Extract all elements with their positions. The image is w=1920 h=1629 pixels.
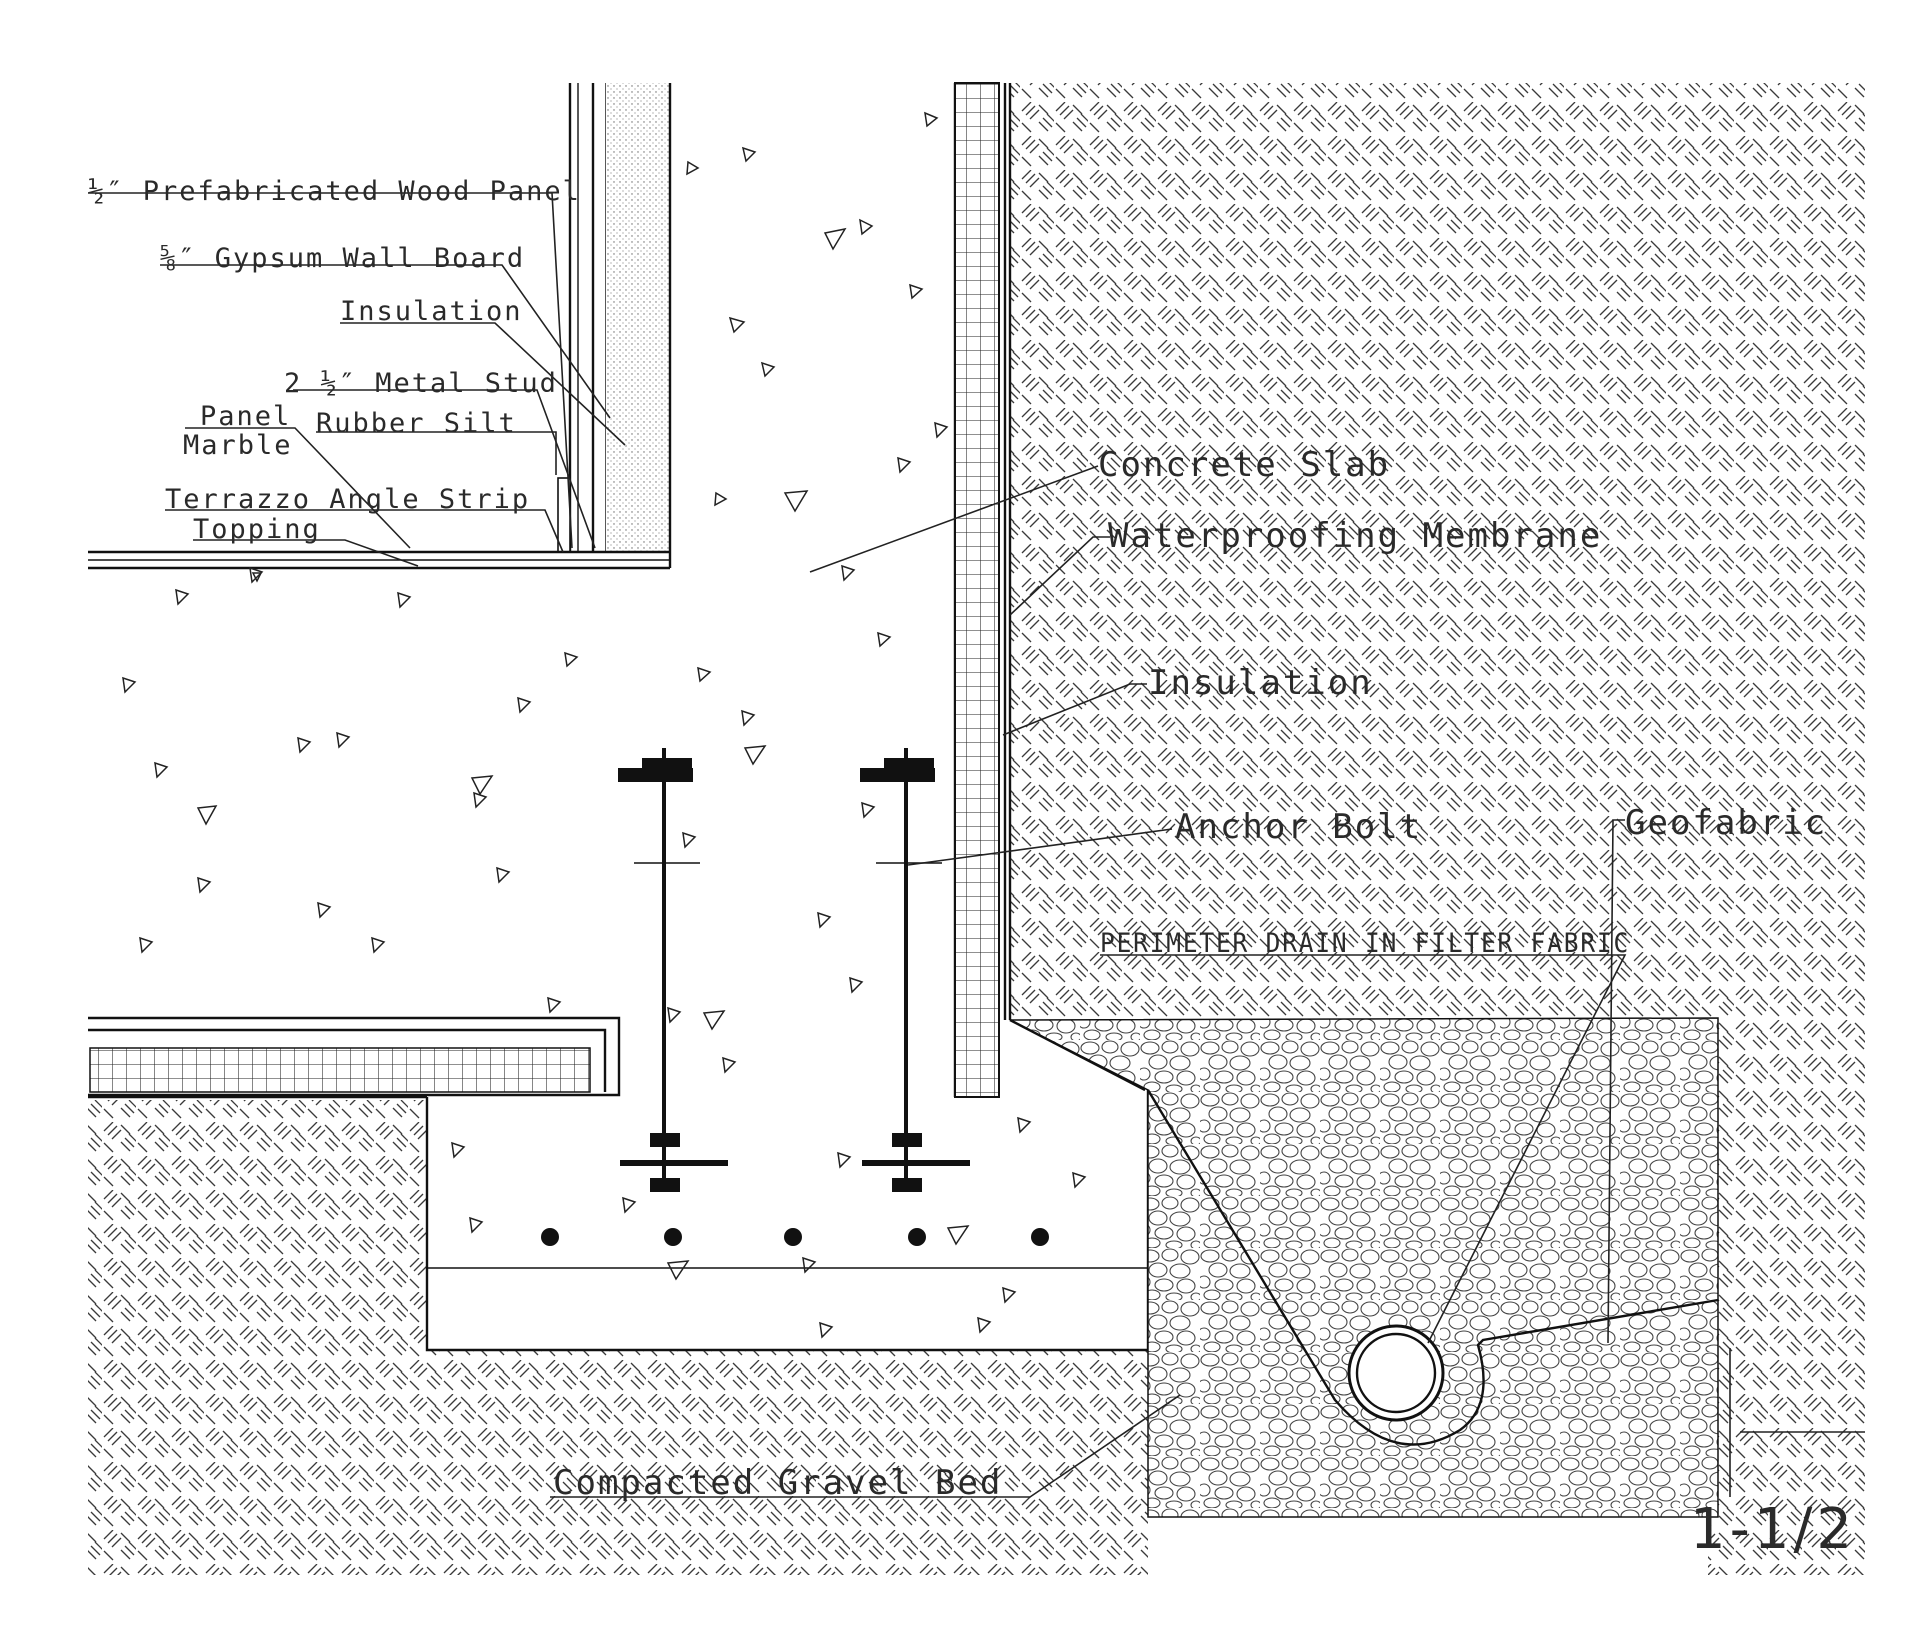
label-insulation-exterior: Insulation xyxy=(1148,663,1373,703)
scale-label: 1-1/2 xyxy=(1690,1497,1856,1562)
label-concrete-slab: Concrete Slab xyxy=(1098,445,1390,485)
interior-wall-assembly xyxy=(88,83,672,570)
label-perimeter-drain: PERIMETER DRAIN IN FILTER FABRIC xyxy=(1100,928,1630,959)
exterior-insulation-board xyxy=(954,82,1007,1098)
label-gravel-bed: Compacted Gravel Bed xyxy=(553,1463,1002,1503)
label-panel: Panel xyxy=(200,401,291,432)
label-marble: Marble xyxy=(183,430,293,461)
label-rubber-silt: Rubber Silt xyxy=(316,408,517,439)
label-metal-stud: 2 ½″ Metal Stud xyxy=(284,368,558,399)
perimeter-drain-pipe xyxy=(1347,1324,1445,1422)
anchor-bolt-right xyxy=(860,748,970,1192)
label-wood-panel: ½″ Prefabricated Wood Panel xyxy=(88,176,581,207)
label-gypsum: ⅝″ Gypsum Wall Board xyxy=(160,243,525,274)
rebar-row xyxy=(541,1228,1049,1246)
anchor-bolt-left xyxy=(618,748,728,1192)
label-geofabric: Geofabric xyxy=(1625,803,1827,843)
earth-fill-left xyxy=(88,1100,1148,1575)
label-terrazzo: Terrazzo Angle Strip xyxy=(165,484,530,515)
label-insulation-wall: Insulation xyxy=(340,296,523,327)
gravel-drain-bed xyxy=(1009,1017,1719,1518)
drawing-labels: ½″ Prefabricated Wood Panel ⅝″ Gypsum Wa… xyxy=(88,176,1856,1562)
earth-fill-right xyxy=(1010,83,1865,1575)
label-waterproofing: Waterproofing Membrane xyxy=(1108,516,1602,556)
label-anchor-bolt: Anchor Bolt xyxy=(1175,807,1422,847)
label-topping: Topping xyxy=(193,514,321,545)
interior-floor-slab xyxy=(88,1016,621,1099)
leader-lines xyxy=(88,192,1865,1498)
concrete-aggregate xyxy=(122,111,1087,1339)
